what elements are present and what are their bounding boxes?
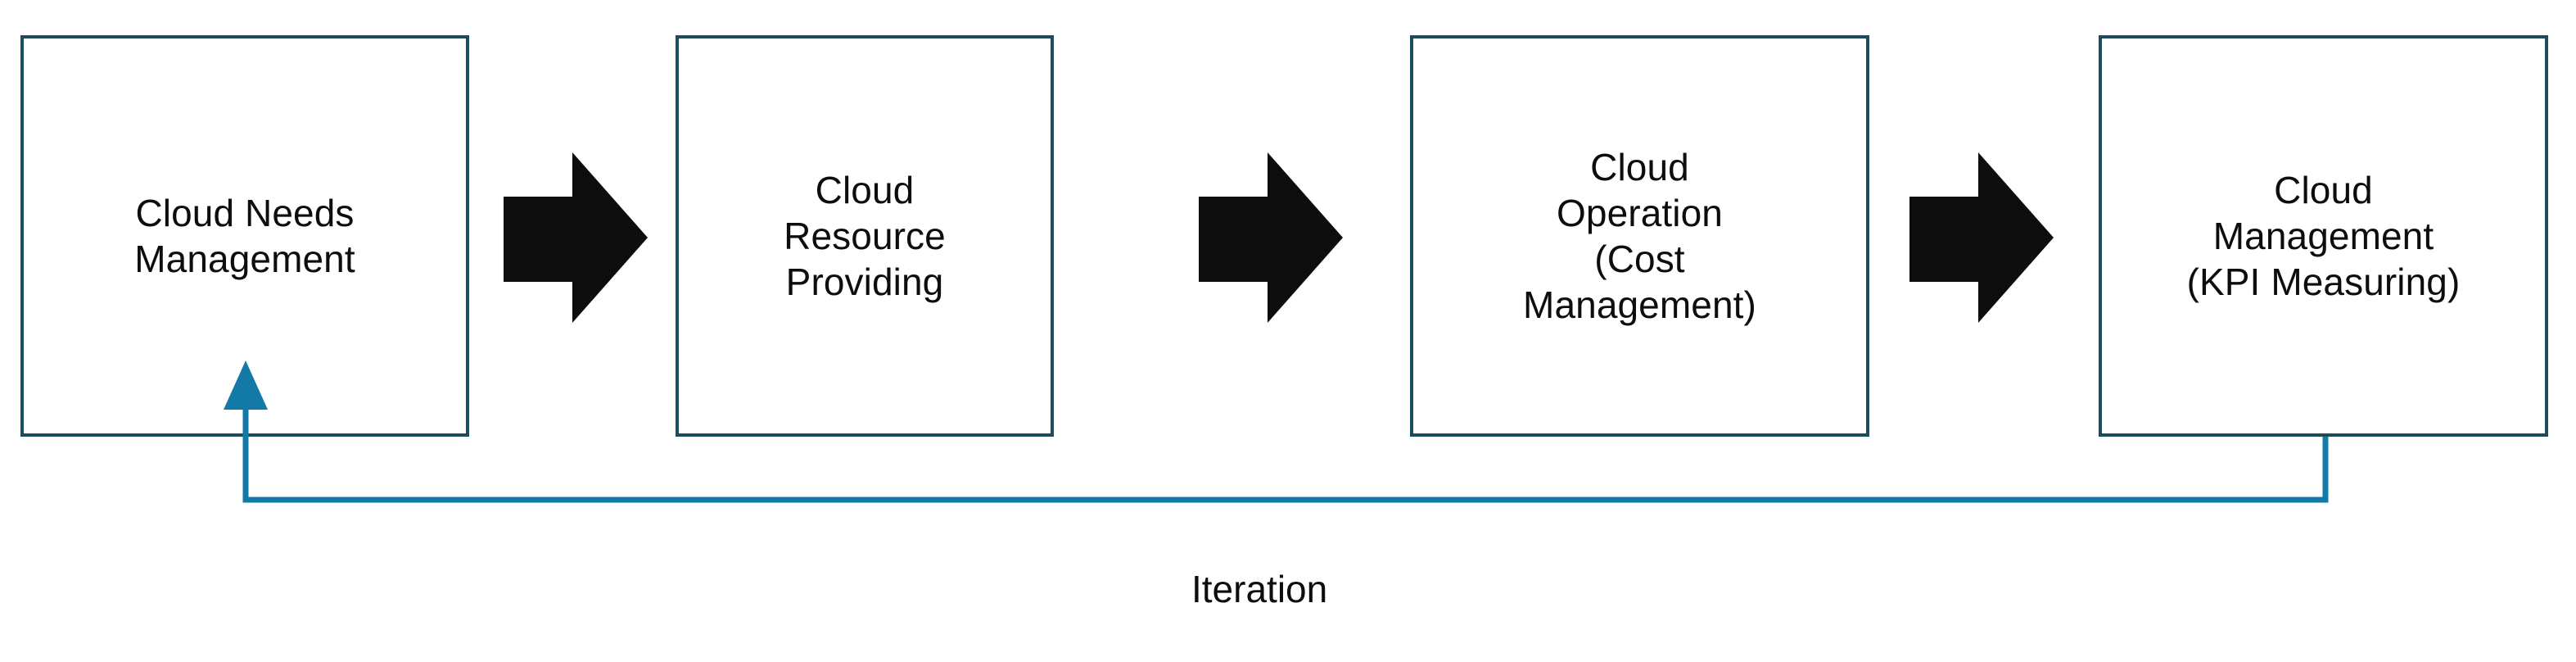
process-box-label: Cloud Needs Management (134, 191, 355, 280)
process-box-cloud-management-kpi-measuring[interactable]: Cloud Management (KPI Measuring) (2099, 35, 2548, 437)
iteration-label: Iteration (1191, 568, 1328, 610)
process-box-label: Cloud Resource Providing (784, 168, 946, 304)
process-box-label: Cloud Operation (Cost Management) (1523, 145, 1756, 327)
arrow-step1-to-step2 (504, 152, 648, 323)
process-box-cloud-needs-management[interactable]: Cloud Needs Management (20, 35, 469, 437)
process-box-cloud-operation-cost-management[interactable]: Cloud Operation (Cost Management) (1410, 35, 1869, 437)
arrow-step2-to-step3 (1199, 152, 1343, 323)
iteration-loop-path (242, 388, 2329, 503)
arrow-step3-to-step4 (1909, 152, 2054, 323)
process-box-label: Cloud Management (KPI Measuring) (2186, 168, 2461, 304)
process-box-cloud-resource-providing[interactable]: Cloud Resource Providing (676, 35, 1054, 437)
